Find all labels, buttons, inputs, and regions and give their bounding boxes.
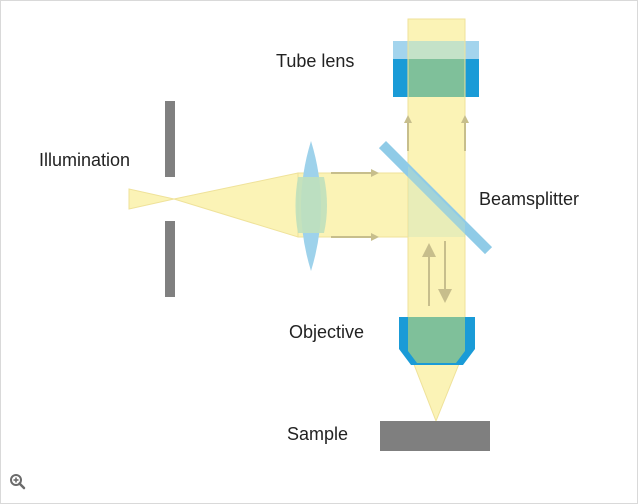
beamsplitter [378,141,493,255]
sample-label: Sample [287,424,349,444]
aperture-top [165,101,175,177]
beam-direction-arrows [331,115,469,306]
illumination-beam-cone [128,188,175,210]
objective-lens [399,317,475,365]
illumination-label: Illumination [39,150,131,170]
tube-lens-label: Tube lens [276,51,355,71]
illumination-lens [295,141,327,271]
tube-lens [393,19,479,101]
beamsplitter-label: Beamsplitter [479,189,580,209]
objective-label: Objective [289,322,365,342]
aperture-bottom [165,221,175,297]
illumination-beam-expanding [173,172,299,238]
sample-slide [380,421,490,451]
zoom-in-icon[interactable] [9,473,27,491]
